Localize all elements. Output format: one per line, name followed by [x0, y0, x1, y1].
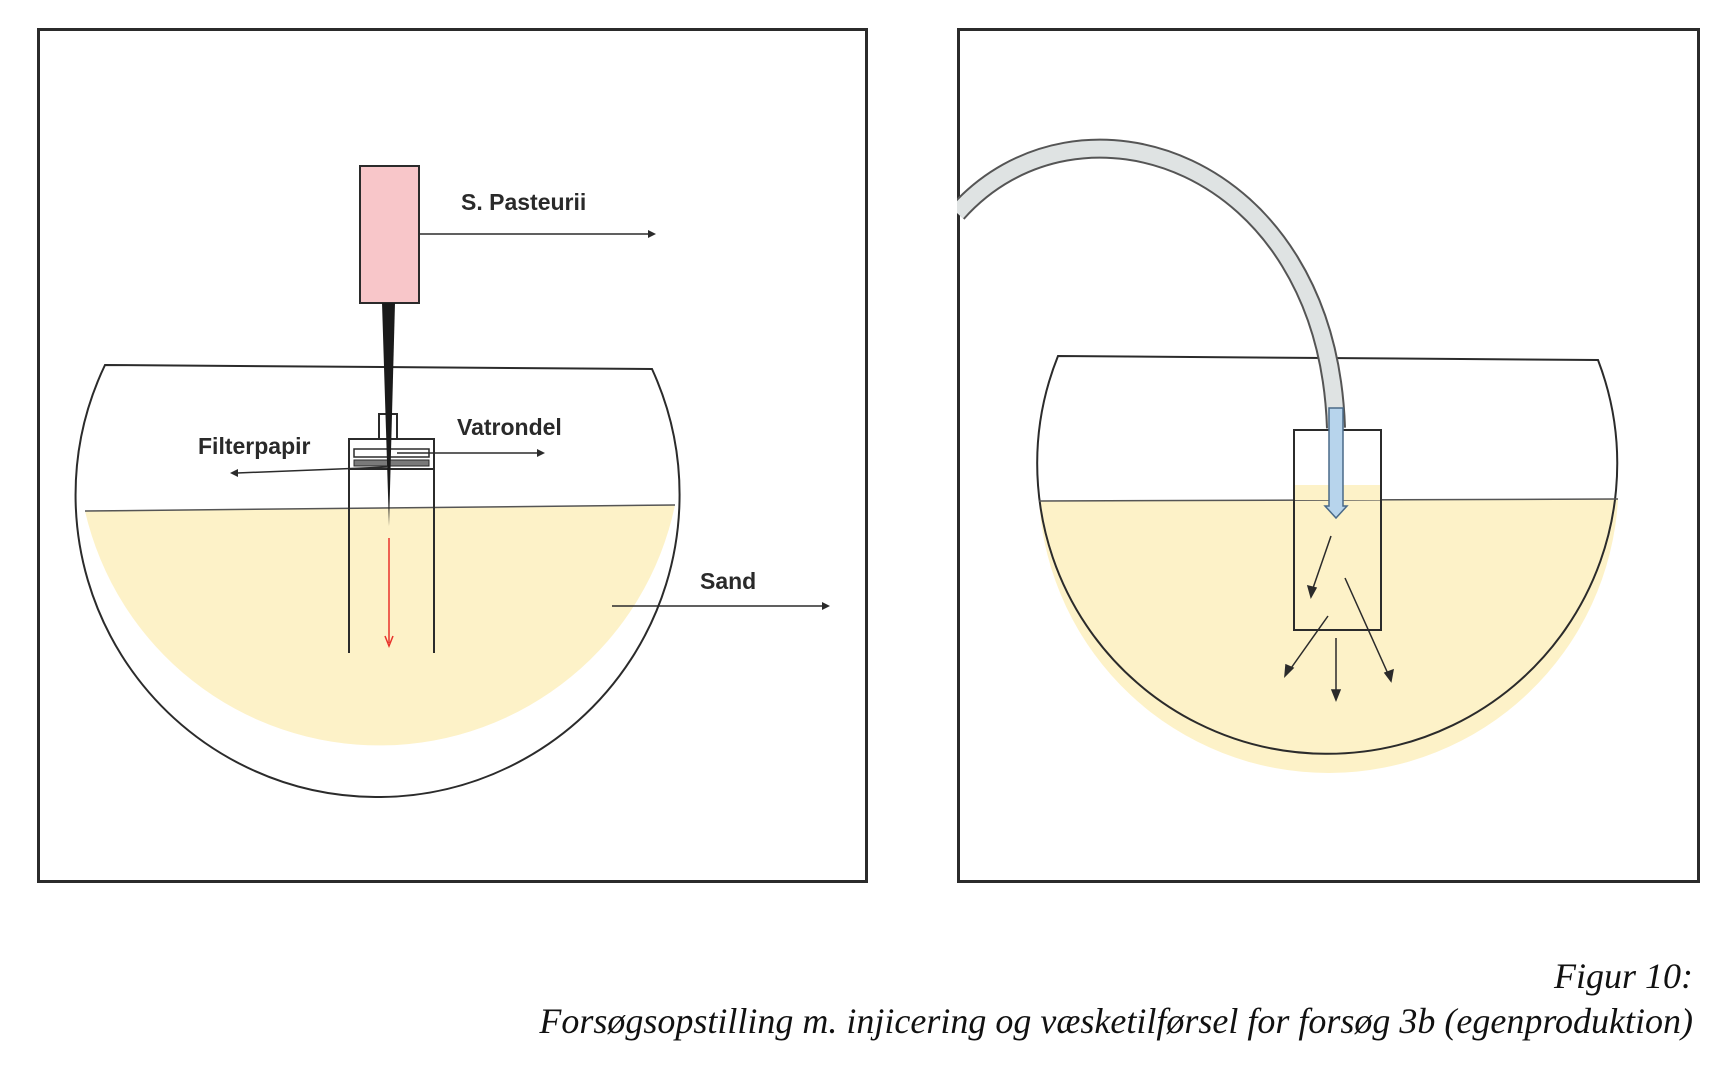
bowl-outline	[74, 363, 681, 799]
label-culture: S. Pasteurii	[461, 189, 586, 215]
sand-surface-line	[84, 504, 676, 512]
sand-arrow-head	[822, 602, 830, 610]
filter-arrow-head	[230, 469, 238, 477]
liquid-supply-setup-panel	[957, 28, 1700, 883]
filter-arrow-line	[236, 466, 388, 474]
label-filter: Filterpapir	[198, 433, 311, 459]
sand-fill	[1039, 499, 1618, 774]
injection-needle	[382, 303, 395, 526]
dispersion-arrows	[1284, 535, 1394, 703]
sand-fill	[85, 505, 675, 746]
cotton-arrow-head	[537, 449, 545, 457]
figure-caption: Forsøgsopstilling m. injicering og væske…	[539, 1001, 1693, 1041]
supply-hose	[957, 140, 1344, 429]
culture-container	[359, 165, 420, 304]
injection-flow-arrowhead	[384, 635, 394, 649]
label-sand: Sand	[700, 568, 756, 594]
bowl-outline	[1036, 354, 1619, 755]
left-panel-frame	[37, 28, 868, 883]
liquid-nozzle	[1323, 407, 1349, 520]
label-cotton: Vatrondel	[457, 414, 562, 440]
filter-paper	[353, 459, 430, 467]
culture-arrow-head	[648, 230, 656, 238]
injection-setup-panel: S. Pasteurii Vatrondel Filterpapir Sand	[37, 28, 868, 883]
figure-number: Figur 10:	[1554, 956, 1693, 996]
